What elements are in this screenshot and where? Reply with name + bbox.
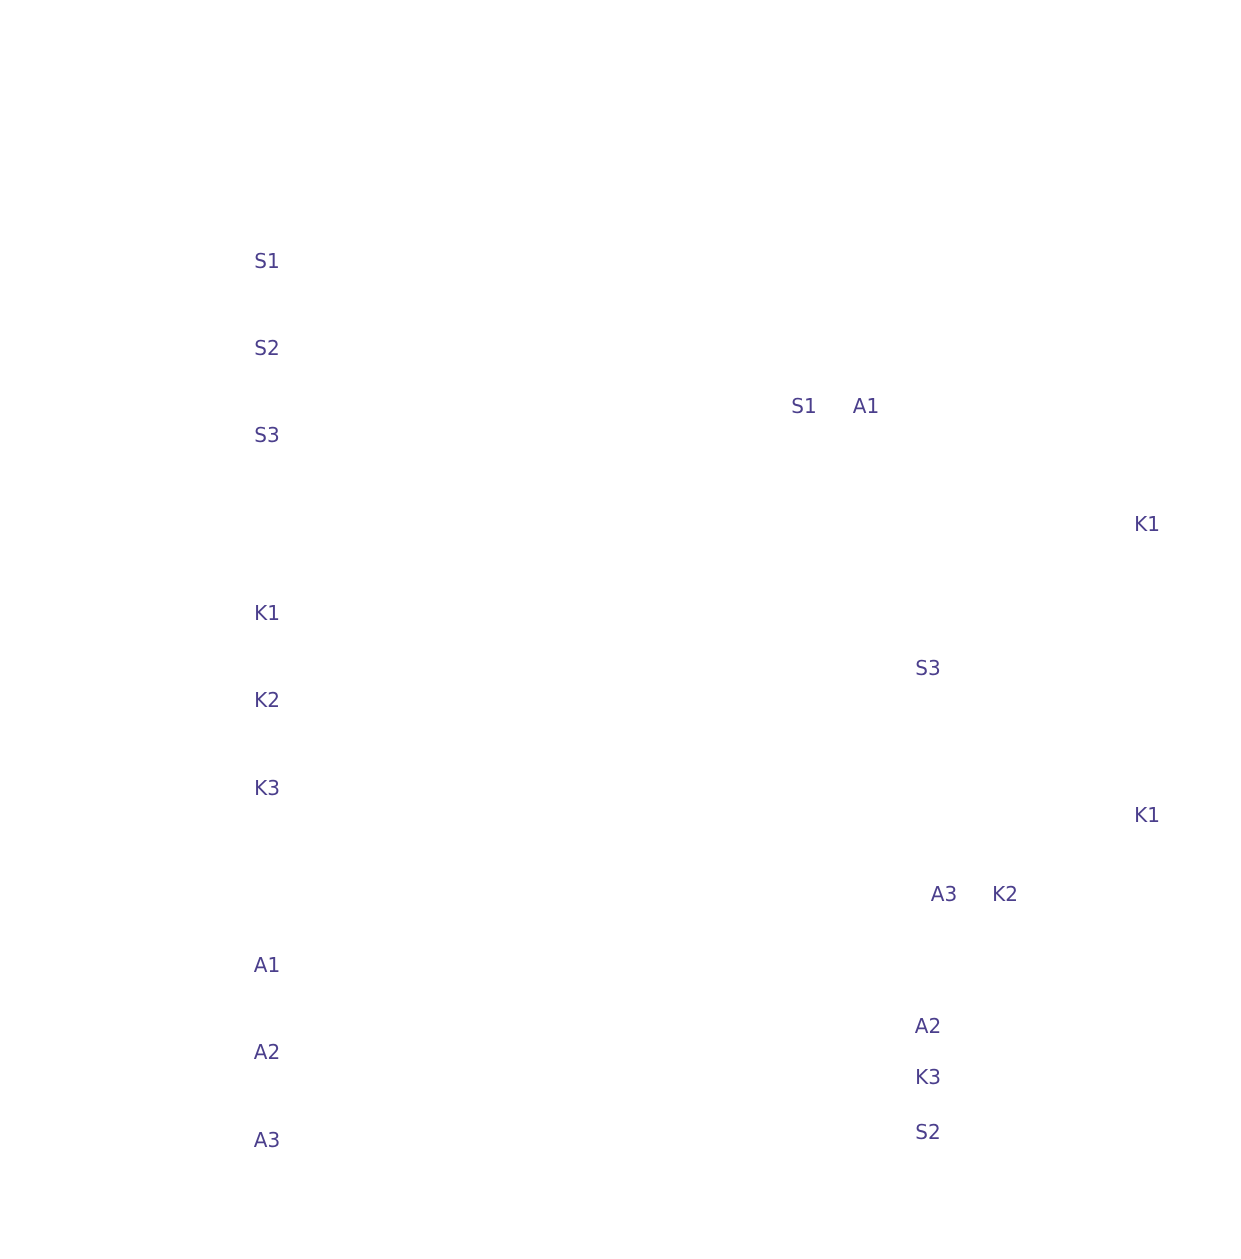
left-label-k2: K2 (254, 688, 280, 712)
node-label-k2: K2 (992, 882, 1018, 906)
left-label-k1: K1 (254, 601, 280, 625)
left-label-s3: S3 (254, 423, 280, 447)
left-label-a2: A2 (253, 1040, 281, 1064)
left-label-k3: K3 (254, 776, 280, 800)
node-label-a2: A2 (914, 1014, 942, 1038)
left-label-s1: S1 (254, 249, 280, 273)
node-label-k1-upper: K1 (1134, 512, 1160, 536)
node-label-k3: K3 (915, 1065, 941, 1089)
node-label-a1: A1 (852, 394, 880, 418)
left-label-a3: A3 (253, 1128, 281, 1152)
node-label-a3: A3 (930, 882, 958, 906)
node-label-s2: S2 (915, 1120, 941, 1144)
node-label-s1: S1 (791, 394, 817, 418)
node-label-s3: S3 (915, 656, 941, 680)
left-label-s2: S2 (254, 336, 280, 360)
node-label-k1-lower: K1 (1134, 803, 1160, 827)
left-label-a1: A1 (253, 953, 281, 977)
